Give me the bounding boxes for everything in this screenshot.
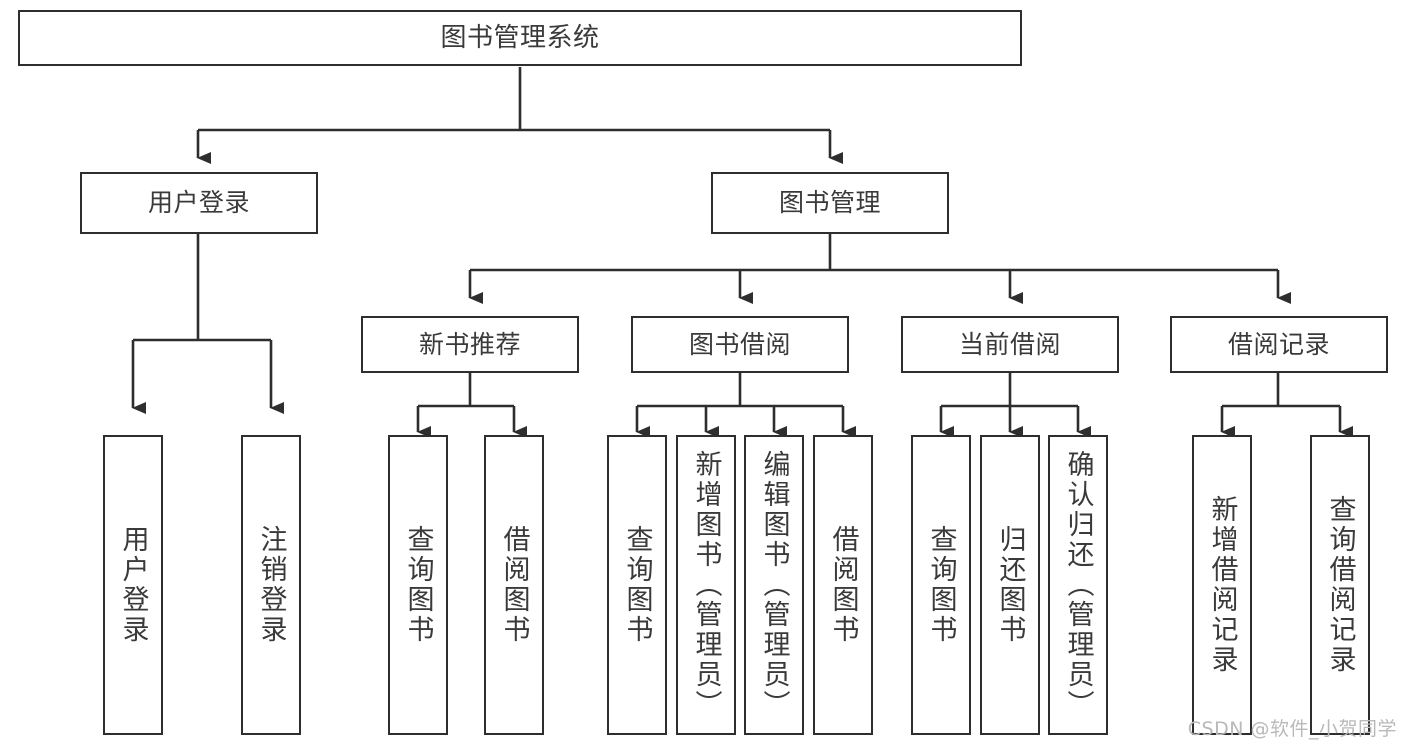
node-leaf-user-logout[interactable]: 注销登录 bbox=[241, 435, 301, 735]
node-leaf-edit-book-label: 编辑图书（管理员） bbox=[758, 450, 790, 720]
node-new-book-recommend-label: 新书推荐 bbox=[418, 329, 521, 359]
node-borrow-record[interactable]: 借阅记录 bbox=[1170, 316, 1388, 373]
node-leaf-add-book-label: 新增图书（管理员） bbox=[690, 450, 722, 720]
node-leaf-return-book[interactable]: 归还图书 bbox=[980, 435, 1040, 735]
node-book-manage-label: 图书管理 bbox=[778, 188, 881, 218]
node-leaf-borrow-book-2[interactable]: 借阅图书 bbox=[813, 435, 873, 735]
node-root[interactable]: 图书管理系统 bbox=[18, 10, 1022, 66]
node-leaf-query-book-1-label: 查询图书 bbox=[402, 525, 434, 645]
node-leaf-add-book[interactable]: 新增图书（管理员） bbox=[676, 435, 736, 735]
node-leaf-query-book-2-label: 查询图书 bbox=[621, 525, 653, 645]
node-book-borrow[interactable]: 图书借阅 bbox=[631, 316, 849, 373]
node-current-borrow[interactable]: 当前借阅 bbox=[901, 316, 1119, 373]
csdn-watermark: CSDN @软件_小贺同学 bbox=[1187, 718, 1397, 740]
node-leaf-confirm-return-label: 确认归还（管理员） bbox=[1062, 450, 1094, 720]
node-leaf-query-book-3[interactable]: 查询图书 bbox=[911, 435, 971, 735]
node-book-borrow-label: 图书借阅 bbox=[688, 329, 791, 359]
node-root-label: 图书管理系统 bbox=[440, 22, 600, 53]
node-leaf-query-book-1[interactable]: 查询图书 bbox=[388, 435, 448, 735]
node-leaf-borrow-book-1-label: 借阅图书 bbox=[498, 525, 530, 645]
node-new-book-recommend[interactable]: 新书推荐 bbox=[361, 316, 579, 373]
node-leaf-return-book-label: 归还图书 bbox=[994, 525, 1026, 645]
node-user-login-label: 用户登录 bbox=[147, 188, 250, 218]
node-leaf-user-login-label: 用户登录 bbox=[117, 525, 149, 645]
node-leaf-add-record[interactable]: 新增借阅记录 bbox=[1192, 435, 1252, 735]
node-book-manage[interactable]: 图书管理 bbox=[711, 172, 949, 234]
node-current-borrow-label: 当前借阅 bbox=[958, 329, 1061, 359]
node-leaf-user-login[interactable]: 用户登录 bbox=[103, 435, 163, 735]
node-leaf-add-record-label: 新增借阅记录 bbox=[1206, 495, 1238, 675]
node-leaf-query-book-3-label: 查询图书 bbox=[925, 525, 957, 645]
node-leaf-confirm-return[interactable]: 确认归还（管理员） bbox=[1048, 435, 1108, 735]
node-leaf-edit-book[interactable]: 编辑图书（管理员） bbox=[744, 435, 804, 735]
node-leaf-user-logout-label: 注销登录 bbox=[255, 525, 287, 645]
node-user-login[interactable]: 用户登录 bbox=[80, 172, 318, 234]
node-leaf-query-book-2[interactable]: 查询图书 bbox=[607, 435, 667, 735]
node-leaf-borrow-book-2-label: 借阅图书 bbox=[827, 525, 859, 645]
node-leaf-query-record-label: 查询借阅记录 bbox=[1324, 495, 1356, 675]
node-leaf-borrow-book-1[interactable]: 借阅图书 bbox=[484, 435, 544, 735]
node-borrow-record-label: 借阅记录 bbox=[1227, 329, 1330, 359]
node-leaf-query-record[interactable]: 查询借阅记录 bbox=[1310, 435, 1370, 735]
